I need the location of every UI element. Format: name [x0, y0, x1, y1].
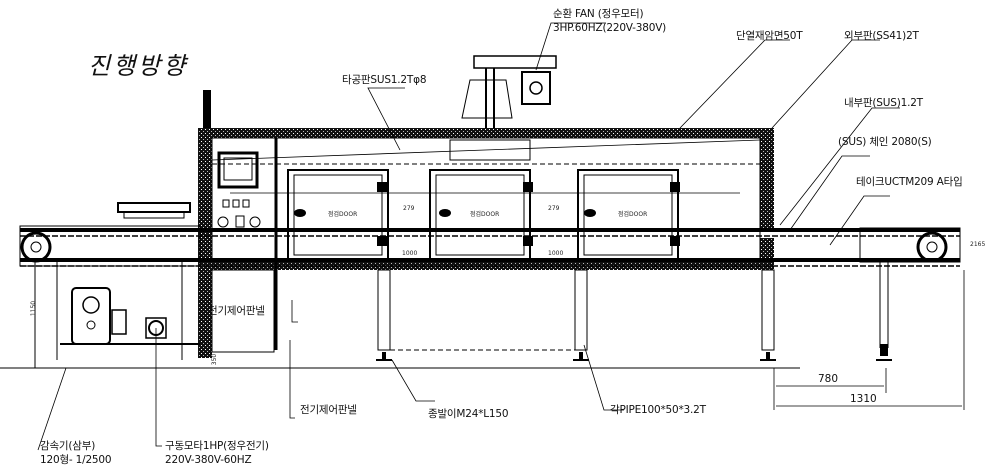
drive-reducer — [71, 287, 127, 345]
dim-gap-a: 279 — [403, 205, 415, 212]
outer-panel-label: 외부판(SS41)2T — [844, 30, 919, 42]
reducer-label-line2: 120형- 1/2500 — [40, 454, 112, 466]
insulation-label: 단열재암면50T — [736, 30, 803, 42]
door-label-3: 점검DOOR — [618, 211, 648, 218]
oven-housing — [198, 128, 774, 358]
motor-label-line1: 구동모타1HP(정우전기) — [165, 440, 269, 452]
right-sprocket — [916, 231, 948, 263]
drive-motor — [60, 317, 200, 345]
dim-leg-height: 350 — [211, 353, 219, 366]
inner-panel-label: 내부판(SUS)1.2T — [844, 97, 923, 109]
circulation-fan — [449, 55, 557, 161]
perforated-plate-label: 타공판SUS1.2Tφ8 — [342, 74, 427, 86]
dim-1310: 1310 — [850, 393, 877, 405]
fan-label-line2: 3HP.60HZ(220V-380V) — [553, 22, 667, 34]
conveyor — [19, 225, 961, 267]
control-panel-box — [211, 138, 278, 353]
dim-780: 780 — [818, 373, 839, 385]
door-label-2: 점검DOOR — [470, 211, 500, 218]
dim-left-height: 1150 — [30, 300, 38, 317]
door-label-1: 점검DOOR — [328, 211, 358, 218]
direction-title: 진행방향 — [88, 52, 189, 80]
control-panel-inner-label: 전기제어판넬 — [208, 305, 265, 317]
dimension-lines — [773, 270, 965, 410]
leveling-foot-label: 종발이M24*L150 — [428, 408, 509, 420]
exhaust-stack — [203, 90, 211, 128]
fan-label-line1: 순환 FAN (정우모터) — [553, 8, 644, 20]
level-mark: 2165 — [970, 241, 986, 248]
control-panel-label: 전기제어판넬 — [300, 404, 357, 416]
square-pipe-label: 각PIPE100*50*3.2T — [610, 404, 706, 416]
chain-label: (SUS) 체인 2080(S) — [838, 136, 932, 148]
dim-span-b: 1000 — [548, 250, 564, 257]
leader-lines — [37, 22, 900, 451]
motor-label-line2: 220V-380V-60HZ — [165, 454, 252, 466]
dim-span-a: 1000 — [402, 250, 418, 257]
reducer-label-line1: 감속기(삼부) — [40, 440, 96, 452]
left-sprocket — [20, 231, 52, 263]
dim-gap-b: 279 — [548, 205, 560, 212]
oven-legs — [376, 262, 892, 361]
take-up-label: 테이크UCTM209 A타입 — [856, 176, 963, 188]
